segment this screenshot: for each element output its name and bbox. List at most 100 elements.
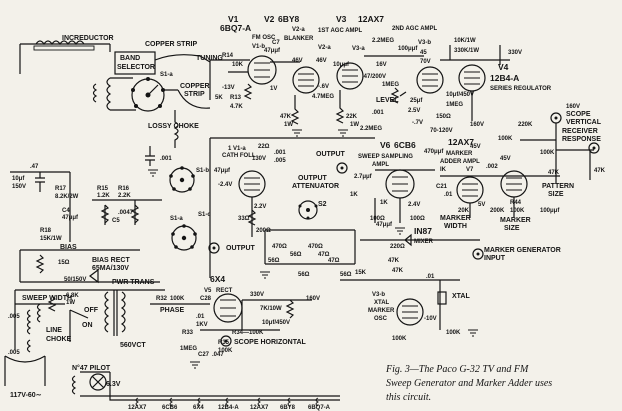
v7a-electrodes [462, 183, 478, 197]
r35-value: 100K [218, 348, 233, 354]
v7-r100k: 100K [510, 208, 525, 214]
v5-power-supply-wiring [150, 299, 312, 331]
r32-label: R32 [156, 296, 168, 302]
att-r470b: 470Ω [308, 244, 323, 250]
caption-line-3: this circuit. [386, 392, 431, 403]
v3b-c100: 100μμf [398, 46, 418, 52]
c5-label: C5 [112, 218, 120, 224]
attenuator-ladder [264, 229, 356, 265]
s1a-label: S1-a [160, 72, 173, 78]
sweep-width-label: SWEEP WIDTH [22, 295, 72, 302]
v6-r100a: 100Ω [370, 216, 385, 222]
lossy-choke-label: LOSSY CHOKE [148, 123, 199, 130]
v7-c470: 470μμf [424, 149, 444, 155]
att-r56c: 56Ω [298, 272, 310, 278]
r22-value: 22Ω [258, 144, 270, 150]
v3-ref: V3 [336, 14, 347, 24]
heater-tube-2: 6CB6 [162, 405, 178, 411]
marker-generator-input-label-2: INPUT [484, 255, 506, 262]
v1a-function-1: 1 V1-a [228, 146, 246, 152]
v2-r47m: 4.7MEG [312, 94, 334, 100]
v3-c47: .47/200V [362, 74, 386, 80]
c28-kv: 1KV [196, 322, 208, 328]
bias-r-value: 15Ω [58, 260, 70, 266]
v150-value: 150V [12, 184, 26, 190]
pwr-trans-label: PWR TRANS [112, 279, 155, 286]
v6-r1kb: 1K [380, 200, 388, 206]
c27-value: .047 [212, 352, 224, 358]
v3b-voltage-70: 70V [420, 59, 431, 65]
heater-tube-3: 6X4 [193, 405, 204, 411]
v7-r20k: 20K [458, 208, 470, 214]
crystal [437, 291, 447, 305]
r100kd: 100K [446, 330, 461, 336]
v5-ref: V5 [204, 288, 212, 294]
ct-560-label: 560VCT [120, 342, 146, 349]
v1a-r33: 33Ω [238, 216, 250, 222]
att-r56a: 56Ω [290, 252, 302, 258]
bias-rect-value: 65MA/130V [92, 265, 129, 272]
v2-grid-voltage: -.6V [318, 84, 329, 90]
scope-horizontal-label: SCOPE HORIZONTAL [234, 339, 307, 346]
heater-bus [80, 371, 340, 401]
v7-c21: C21 [436, 184, 448, 190]
r32-value: 100K [170, 296, 185, 302]
c28-value: .01 [196, 314, 205, 320]
c-47-value: .47 [30, 164, 39, 170]
mixer-diode [360, 233, 480, 247]
v7-voltage-45b: 45V [470, 144, 481, 150]
v2-voltage-46a: 46V [292, 58, 303, 64]
mixer-type: IN87 [414, 226, 432, 236]
v1-grid-circuit [209, 59, 253, 100]
v7-wiring [440, 175, 560, 218]
v2-plate-circuit [270, 61, 345, 125]
att-r56d: 56Ω [340, 272, 352, 278]
r47kc: 47K [548, 170, 560, 176]
v3b-section: V3-b [418, 40, 431, 46]
v3b-voltage-70120: 70-120V [430, 128, 453, 134]
v3b-electrodes [422, 73, 438, 87]
c10450: 10μf/450V [446, 92, 474, 98]
r47ke: 47K [392, 268, 404, 274]
marker-width-label-1: MARKER [440, 215, 471, 222]
v4-voltage-160: 160V [470, 122, 484, 128]
v7-r100kb: 100K [498, 136, 513, 142]
v4-function: SERIES REGULATOR [490, 86, 552, 92]
v2a-electrodes [298, 73, 314, 87]
c-10uf-value: 10μf [12, 176, 25, 182]
v6-c27pf: 2.7μμf [354, 174, 373, 180]
power-transformer [104, 290, 126, 336]
band-selector-box [114, 51, 156, 75]
copper-strip-label-top: COPPER STRIP [145, 41, 197, 48]
bias-label: BIAS [60, 244, 77, 251]
r35-label: R35 [218, 340, 230, 346]
receiver-response-jack [588, 142, 600, 154]
c005a-value: .005 [8, 314, 20, 320]
v1-section: V1-b [252, 44, 265, 50]
r18-label: R18 [40, 228, 52, 234]
line-choke-label-1: LINE [46, 327, 62, 334]
phase-label: PHASE [160, 307, 184, 314]
v7-voltage-45c: 45V [500, 156, 511, 162]
marker-generator-input-label-1: MARKER GENERATOR [484, 247, 561, 254]
v3b-xtal-function-1: XTAL [374, 300, 390, 306]
marker-size-label-2: SIZE [504, 225, 520, 232]
v6-cathode-circuit [374, 169, 435, 223]
r13-value: 4.7K [230, 104, 243, 110]
v3b-voltage-25: 2.5V [408, 108, 420, 114]
wire-sweep-width [14, 289, 165, 350]
r33-value: 1MEG [180, 346, 197, 352]
on-label: ON [82, 322, 93, 329]
v1a-voltage-22: 2.2V [254, 204, 266, 210]
heater-tube-5: 12AX7 [250, 405, 269, 411]
v1a-r200: 200Ω [256, 228, 271, 234]
c27-label: C27 [198, 352, 210, 358]
c28-label: C28 [200, 296, 212, 302]
v7-type: 12AX7 [448, 137, 474, 147]
v7-r44: R44 [510, 200, 522, 206]
v3-type: 12AX7 [358, 14, 384, 24]
scope-vertical-wiring [520, 123, 594, 183]
v2-voltage-46b: 46V [316, 58, 327, 64]
resistor-bias [35, 254, 45, 274]
receiver-response-label-1: RECEIVER [562, 128, 598, 135]
